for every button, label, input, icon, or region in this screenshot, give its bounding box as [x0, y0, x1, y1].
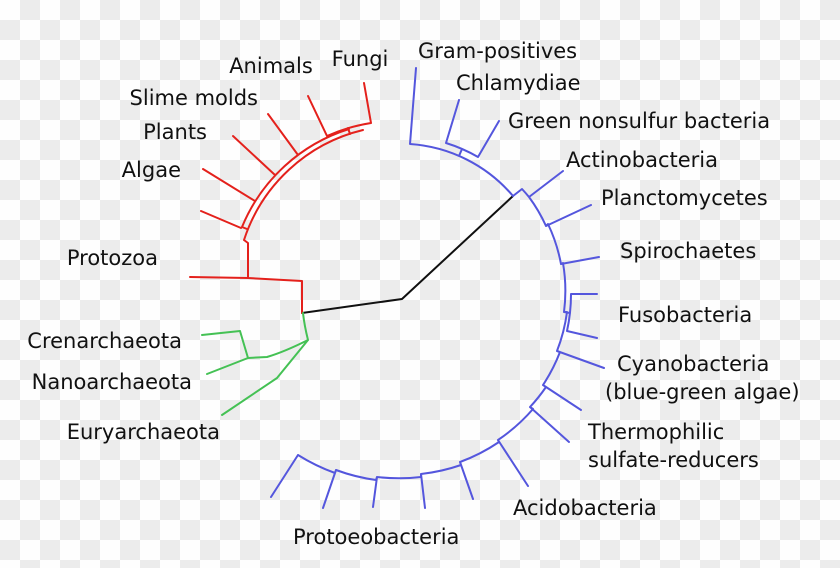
label-cyanobacteria-line2: (blue-green algae): [605, 380, 800, 404]
archaea-branches: [201, 312, 309, 416]
root-line: [301, 195, 514, 314]
eukaryota-branches: [189, 82, 372, 314]
label-plants: Plants: [143, 120, 207, 144]
label-crenarchaeota: Crenarchaeota: [27, 329, 182, 353]
label-planctomycetes: Planctomycetes: [601, 186, 768, 210]
label-green-nonsulfur-bacteria: Green nonsulfur bacteria: [508, 109, 770, 133]
label-algae: Algae: [122, 158, 181, 182]
root-branch: [301, 195, 514, 314]
label-actinobacteria: Actinobacteria: [566, 148, 718, 172]
label-animals: Animals: [229, 54, 313, 78]
label-thermophilic-line2: sulfate-reducers: [588, 448, 759, 472]
label-thermophilic-line1: Thermophilic: [587, 420, 724, 444]
eukaryota-paths: [189, 82, 372, 314]
label-protozoa: Protozoa: [67, 246, 158, 270]
label-slime-molds: Slime molds: [130, 86, 258, 110]
label-fungi: Fungi: [332, 47, 389, 71]
bacteria-paths: [270, 67, 605, 509]
archaea-paths: [201, 312, 309, 416]
label-spirochaetes: Spirochaetes: [620, 239, 756, 263]
label-proteobacteria: Protoeobacteria: [293, 525, 459, 549]
label-gram-positives: Gram-positives: [418, 39, 577, 63]
label-nanoarchaeota: Nanoarchaeota: [32, 370, 192, 394]
label-fusobacteria: Fusobacteria: [618, 303, 752, 327]
label-chlamydiae: Chlamydiae: [456, 71, 581, 95]
label-euryarchaeota: Euryarchaeota: [67, 420, 220, 444]
bacteria-branches: [270, 67, 605, 509]
label-acidobacteria: Acidobacteria: [513, 496, 657, 520]
label-cyanobacteria-line1: Cyanobacteria: [617, 352, 769, 376]
